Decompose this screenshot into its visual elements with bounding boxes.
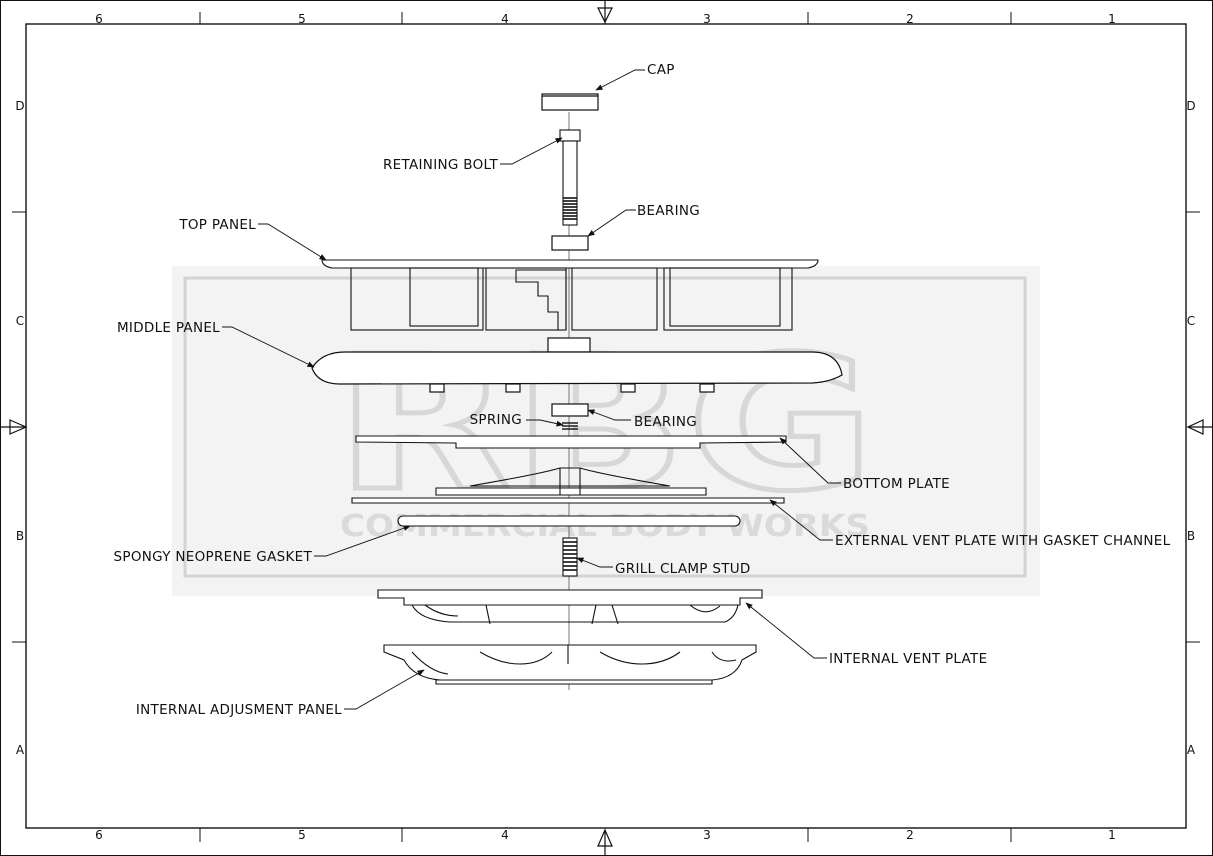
zone-col-3: 3 <box>703 828 711 842</box>
zone-col-2: 2 <box>906 828 914 842</box>
leader-lines <box>222 69 841 710</box>
label-external-vent-plate: EXTERNAL VENT PLATE WITH GASKET CHANNEL <box>835 533 1171 549</box>
zone-col-3: 3 <box>703 12 711 26</box>
label-retaining-bolt: RETAINING BOLT <box>383 157 498 173</box>
zone-col-6: 6 <box>95 828 103 842</box>
bearing-top-part <box>551 235 589 251</box>
label-grill-clamp-stud: GRILL CLAMP STUD <box>615 561 751 577</box>
label-spring: SPRING <box>470 412 522 428</box>
cap-part <box>541 93 599 111</box>
zone-row-a: A <box>1187 743 1196 757</box>
grill-clamp-stud-part <box>562 537 578 577</box>
zone-col-6: 6 <box>95 12 103 26</box>
zone-col-5: 5 <box>298 828 306 842</box>
zone-row-b: B <box>1187 529 1195 543</box>
zone-col-2: 2 <box>906 12 914 26</box>
internal-vent-plate-part <box>377 589 763 625</box>
spring-part <box>562 422 578 430</box>
zone-row-d: D <box>1186 99 1195 113</box>
label-bottom-plate: BOTTOM PLATE <box>843 476 950 492</box>
watermark: RBG COMMERCIAL BODY WORKS <box>172 266 1040 596</box>
zone-columns-top: 6 5 4 3 2 1 <box>95 12 1116 26</box>
zone-rows-right: D C B A <box>1186 99 1196 757</box>
part-labels: CAP RETAINING BOLT BEARING TOP PANEL MID… <box>114 62 1171 718</box>
neoprene-gasket-part <box>397 515 741 527</box>
zone-row-c: C <box>1187 314 1195 328</box>
label-neoprene-gasket: SPONGY NEOPRENE GASKET <box>114 549 313 565</box>
internal-adjustment-panel-part <box>383 644 757 685</box>
bottom-plate-part <box>355 435 787 496</box>
label-cap: CAP <box>647 62 675 78</box>
zone-col-5: 5 <box>298 12 306 26</box>
label-bearing-bottom: BEARING <box>634 414 697 430</box>
zone-row-d: D <box>15 99 24 113</box>
middle-panel-part <box>311 337 843 393</box>
zone-row-c: C <box>16 314 24 328</box>
zone-col-4: 4 <box>501 828 509 842</box>
label-top-panel: TOP PANEL <box>178 217 256 233</box>
external-vent-plate-part <box>351 497 785 504</box>
label-middle-panel: MIDDLE PANEL <box>117 320 220 336</box>
zone-col-4: 4 <box>501 12 509 26</box>
retaining-bolt-part <box>559 129 581 226</box>
zone-rows-left: D C B A <box>15 99 25 757</box>
zone-col-1: 1 <box>1108 12 1116 26</box>
label-internal-adjustment-panel: INTERNAL ADJUSMENT PANEL <box>136 702 342 718</box>
zone-row-b: B <box>16 529 24 543</box>
top-panel-part <box>321 259 819 331</box>
zone-col-1: 1 <box>1108 828 1116 842</box>
zone-row-a: A <box>16 743 25 757</box>
bearing-bottom-part <box>551 403 589 417</box>
label-bearing-top: BEARING <box>637 203 700 219</box>
zone-columns-bottom: 6 5 4 3 2 1 <box>95 828 1116 842</box>
label-internal-vent-plate: INTERNAL VENT PLATE <box>829 651 987 667</box>
